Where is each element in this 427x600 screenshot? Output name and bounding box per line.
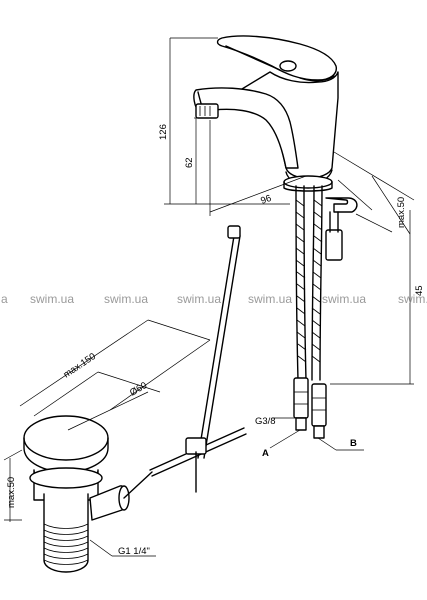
waste-dimensions (3, 319, 211, 557)
callout-a: A (262, 448, 269, 459)
dim-clamp: max.50 (396, 197, 407, 228)
watermark-text: swim.ua (30, 292, 74, 306)
watermark-text: swim.ua (322, 292, 366, 306)
watermark-text: swim.ua (104, 292, 148, 306)
dim-waste-thickness: max.50 (6, 477, 17, 508)
thread-waste: G1 1/4" (118, 546, 150, 557)
watermark-row: a swim.ua swim.ua swim.ua swim.ua swim.u… (1, 292, 427, 306)
watermark-text: swim.ua (248, 292, 292, 306)
dim-hose: 45 (414, 285, 425, 296)
dim-spout-height: 62 (184, 157, 195, 168)
faucet-dimensions (164, 37, 415, 451)
watermark-text: a (1, 292, 8, 306)
waste-drawing (23, 415, 153, 573)
faucet-drawing (149, 35, 358, 493)
thread-hose: G3/8 (255, 416, 276, 427)
dim-reach: 96 (259, 193, 273, 207)
dim-height-total: 126 (158, 124, 169, 140)
callout-b: B (350, 438, 357, 449)
watermark-text: swim.ua (398, 292, 427, 306)
watermark-text: swim.ua (177, 292, 221, 306)
